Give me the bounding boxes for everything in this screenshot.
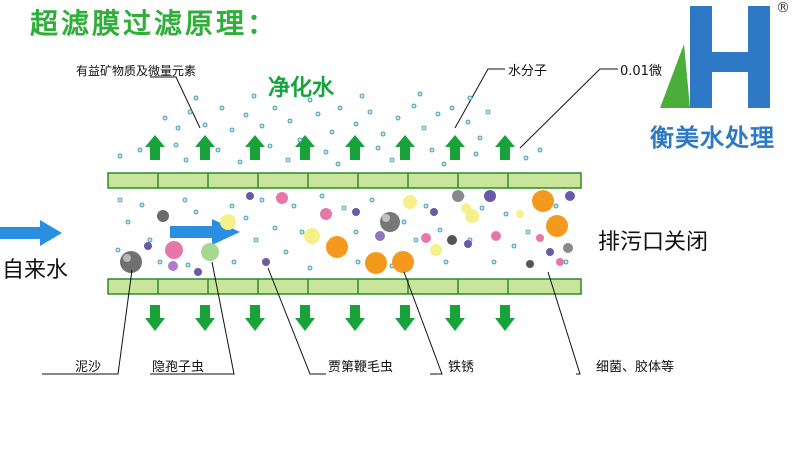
water-molecules-inside: [115, 193, 569, 271]
label-micron: 0.01微: [620, 64, 662, 79]
membrane-segments: [157, 173, 509, 294]
membrane-top: [107, 172, 582, 189]
pointer-line-water-molecule: [454, 68, 505, 129]
page-title: 超滤膜过滤原理：: [30, 7, 279, 40]
label-bacteria-colloid: 细菌、胶体等: [596, 360, 675, 375]
label-water-molecule: 水分子: [508, 64, 548, 79]
pointer-line-micron: [519, 68, 618, 149]
inflow-arrow-left: [0, 220, 62, 246]
label-rust: 铁锈: [448, 360, 475, 375]
label-sand: 泥沙: [75, 360, 102, 375]
contaminants: [120, 190, 575, 276]
brand-logo-icon: [660, 6, 770, 108]
label-tap-water: 自来水: [2, 258, 69, 283]
label-cryptosporidium: 隐孢子虫: [152, 360, 205, 375]
pointer-line-cryptosporidium: [150, 261, 235, 375]
pointer-line-giardia: [267, 267, 326, 375]
pointer-line-rust: [403, 271, 443, 375]
membrane-bottom: [107, 278, 582, 295]
pointer-line-minerals: [150, 76, 201, 129]
up-arrows: [145, 135, 515, 160]
water-molecules-top: [117, 91, 543, 167]
pointer-line-bacteria: [547, 271, 581, 375]
registered-mark: ®: [776, 0, 790, 16]
down-arrows: [145, 305, 515, 331]
label-drain-closed: 排污口关闭: [598, 230, 709, 255]
label-clean-water: 净化水: [268, 76, 335, 101]
brand-name: 衡美水处理: [650, 124, 775, 152]
label-giardia: 贾第鞭毛虫: [328, 360, 394, 375]
pointer-line-sand: [42, 269, 133, 375]
label-minerals: 有益矿物质及微量元素: [76, 64, 197, 78]
